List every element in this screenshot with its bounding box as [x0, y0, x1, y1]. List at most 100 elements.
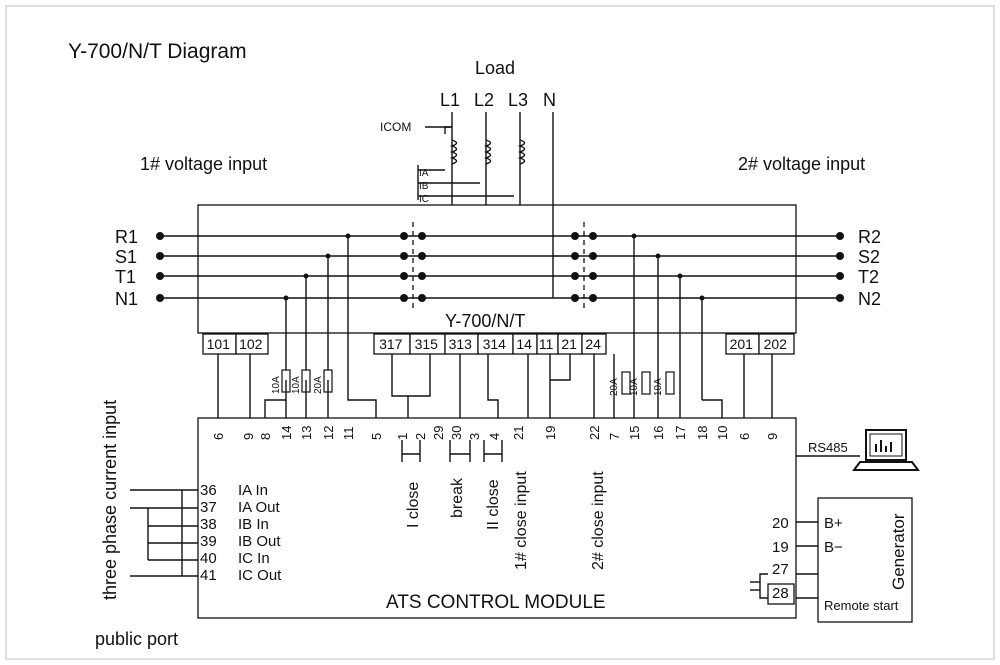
module-terminal-number: 4: [487, 433, 502, 440]
module-terminal-number: 1: [395, 433, 410, 440]
switch-model-label: Y-700/N/T: [445, 311, 525, 331]
fuse-symbol: [621, 371, 631, 395]
generator-terminal-number: 20: [772, 515, 789, 532]
module-terminal-number: 11: [341, 427, 356, 441]
generator-bplus: B+: [824, 515, 843, 532]
bus-label-n1: N1: [115, 289, 138, 309]
module-terminal-number: 19: [543, 426, 558, 440]
switch-terminal-number: 21: [561, 336, 577, 352]
module-function-label: break: [449, 477, 466, 518]
diagram-title: Y-700/N/T Diagram: [68, 40, 247, 63]
bus-label-n2: N2: [858, 289, 881, 309]
feeder-wires: [285, 236, 703, 400]
module-terminal-number: 2: [413, 433, 428, 440]
switch-terminal-number: 14: [516, 336, 532, 352]
contact-group-2: [571, 222, 597, 312]
module-terminal-number: 6: [737, 433, 752, 440]
source1-label: 1# voltage input: [140, 154, 267, 174]
ct-ib-label: IB: [419, 181, 429, 192]
current-terminal-number: 39: [200, 533, 217, 550]
fuse-symbol: [641, 371, 651, 395]
current-terminal-signal: IA Out: [238, 499, 281, 516]
ct-coil-c: [517, 139, 526, 165]
switch-terminal-number: 11: [539, 336, 554, 352]
module-terminal-number: 18: [695, 426, 710, 440]
bus-label-r2: R2: [858, 227, 881, 247]
module-terminal-number: 17: [673, 426, 688, 440]
switch-frame: [197, 204, 797, 334]
fuse-rating: 20A: [313, 376, 324, 394]
module-terminal-number: 10: [715, 426, 730, 440]
icom-label: ICOM: [380, 120, 411, 134]
ct-ic-label: IC: [419, 194, 429, 205]
strip-to-module-wires: [217, 354, 773, 418]
module-terminal-number: 7: [607, 433, 622, 440]
module-terminal-number: 5: [369, 433, 384, 440]
output-contacts: [401, 440, 503, 462]
ats-module-box: [197, 417, 797, 619]
fuse-rating: 10A: [271, 376, 282, 394]
current-terminal-signal: IB Out: [238, 533, 281, 550]
current-terminal-signal: IB In: [238, 516, 269, 533]
module-terminal-number: 30: [449, 426, 464, 440]
outer-frame: [5, 5, 995, 660]
switch-terminal-number: 313: [449, 336, 473, 352]
module-terminal-number: 6: [211, 433, 226, 440]
module-terminal-number: 21: [511, 426, 526, 440]
ct-ia-label: IA: [419, 168, 429, 179]
ct-coil-b: [483, 139, 492, 165]
bus-label-t2: T2: [858, 267, 879, 287]
generator-terminal-number: 27: [772, 561, 789, 578]
module-terminal-number: 15: [627, 426, 642, 440]
module-terminal-number: 9: [765, 433, 780, 440]
module-terminal-number: 29: [431, 426, 446, 440]
current-terminal-number: 37: [200, 499, 217, 516]
current-terminal-signal: IA In: [238, 482, 268, 499]
fuse-rating: 10A: [291, 376, 302, 394]
phase-l2: L2: [474, 90, 494, 110]
current-terminal-signal: IC Out: [238, 567, 282, 584]
module-function-label: II close: [485, 479, 502, 530]
current-terminal-number: 40: [200, 550, 217, 567]
generator-box: [817, 497, 913, 623]
public-port-label: public port: [95, 629, 178, 649]
phase-l1: L1: [440, 90, 460, 110]
rs485-label: RS485: [808, 440, 848, 455]
switch-terminal-number: 314: [483, 336, 507, 352]
load-label: Load: [475, 58, 515, 78]
bus-label-s1: S1: [115, 247, 137, 267]
module-terminal-number: 14: [279, 426, 294, 440]
current-input-wires: [130, 489, 198, 577]
switch-terminal-number: 202: [764, 336, 788, 352]
bus-label-r1: R1: [115, 227, 138, 247]
source2-label: 2# voltage input: [738, 154, 865, 174]
module-function-label: 1# close input: [513, 471, 530, 570]
current-terminal-signal: IC In: [238, 550, 270, 567]
switch-terminal-box: [758, 333, 795, 355]
switch-terminal-number: 201: [730, 336, 754, 352]
module-terminal-number: 9: [241, 433, 256, 440]
module-terminal-number: 12: [321, 426, 336, 440]
switch-terminal-number: 315: [415, 336, 439, 352]
module-terminal-number: 16: [651, 426, 666, 440]
module-terminal-number: 22: [587, 426, 602, 440]
switch-terminal-number: 101: [207, 336, 231, 352]
current-terminal-number: 36: [200, 482, 217, 499]
module-terminal-number: 13: [299, 426, 314, 440]
contact-group-1: [400, 222, 426, 312]
bus-terminals: [156, 232, 844, 302]
current-terminal-number: 38: [200, 516, 217, 533]
bus-label-t1: T1: [115, 267, 136, 287]
generator-bminus: B−: [824, 539, 843, 556]
fuse-symbol: [665, 371, 675, 395]
generator-terminal-number: 28: [772, 585, 789, 602]
switch-terminal-number: 102: [239, 336, 263, 352]
generator-title: Generator: [889, 513, 908, 590]
